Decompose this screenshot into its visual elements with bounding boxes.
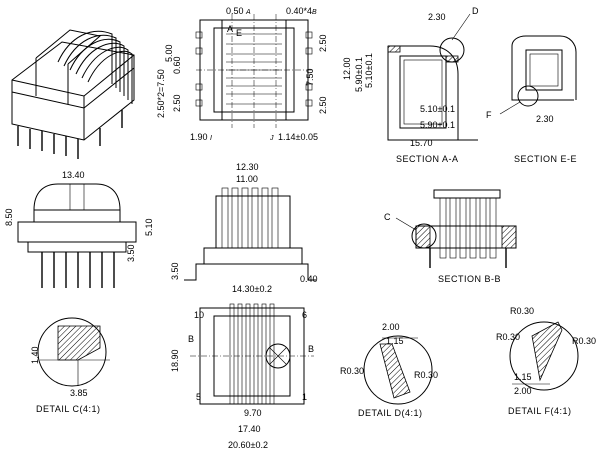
bottom-view: 10 6 5 1 B B 18.90 9.70 17.40 20.60±0.2	[170, 303, 314, 450]
bottom-d3: 20.60±0.2	[228, 440, 268, 450]
bottom-pin-bl: 5	[196, 392, 201, 402]
sec-ee-title: SECTION E-E	[514, 154, 577, 164]
front-dim-a: 0.50	[226, 6, 244, 16]
front-sec-e: E	[236, 28, 242, 38]
sec-aa-w-total: 15.70	[410, 138, 433, 148]
detail-d: 2.00 1.15 R0.30 R0.30 DETAIL D(4:1)	[340, 322, 438, 418]
side-view-left: 13.40 8.50 5.10 3.50	[4, 170, 154, 288]
side-mid-base: 14.30±0.2	[232, 284, 272, 294]
front-dim-left-bottom: 1.90	[190, 132, 208, 142]
detail-d-r2: R0.30	[414, 370, 438, 380]
detail-c-h: 1.40	[30, 346, 40, 364]
detail-f: R0.30 R0.30 R0.30 1.15 2.00 DETAIL F(4:1…	[496, 306, 596, 416]
detail-d-t: 1.15	[386, 336, 404, 346]
front-dim-h: 2.50	[318, 34, 328, 52]
side-mid-b: 11.00	[236, 174, 258, 184]
detail-c-w: 3.85	[70, 388, 88, 398]
section-aa: 2.30 D 12.00 5.90±0.1 5.10±0.1 5.10±0.1 …	[342, 6, 479, 164]
isometric-view	[11, 29, 135, 159]
side-view-middle: 12.30 11.00 3.50 14.30±0.2 0.40	[170, 162, 318, 294]
front-tag-right-bottom: J	[269, 135, 274, 142]
detail-f-r2: R0.30	[496, 332, 520, 342]
detail-f-w: 2.00	[514, 386, 532, 396]
bottom-sec-left: B	[188, 334, 194, 344]
front-tag-a: A	[245, 9, 251, 16]
sec-ee-label-f: F	[486, 110, 492, 120]
front-dim-g: 7.50	[305, 68, 315, 86]
sec-bb-title: SECTION B-B	[438, 274, 501, 284]
front-dim-f: 2.50	[172, 94, 182, 112]
bottom-h: 18.90	[170, 349, 180, 372]
sec-aa-w-outer: 5.90±0.1	[420, 120, 455, 130]
detail-d-title: DETAIL D(4:1)	[358, 408, 423, 418]
detail-d-r1: R0.30	[340, 366, 364, 376]
sec-aa-h-mid: 5.90±0.1	[354, 57, 364, 92]
sec-aa-label-d: D	[472, 6, 479, 16]
front-dim-stack-c: 0.60	[172, 56, 182, 74]
side-mid-pin-h: 3.50	[170, 262, 180, 280]
sec-aa-w-inner: 5.10±0.1	[420, 104, 455, 114]
sec-ee-dim: 2.30	[536, 114, 554, 124]
side-mid-a: 12.30	[236, 162, 259, 172]
section-bb: C SECTION B-B	[384, 189, 517, 284]
sec-aa-h-inner: 5.10±0.1	[364, 53, 374, 88]
detail-f-r1: R0.30	[510, 306, 534, 316]
sec-aa-h-total: 12.00	[342, 57, 352, 80]
side-left-r: 5.10	[144, 218, 154, 236]
sec-aa-top: 2.30	[428, 12, 446, 22]
detail-f-r3: R0.30	[572, 336, 596, 346]
side-mid-pin-w: 0.40	[300, 274, 318, 284]
front-tag-b: B	[312, 9, 317, 16]
bottom-pin-tr: 6	[302, 310, 307, 320]
side-left-h: 8.50	[4, 208, 14, 226]
front-dim-right-bottom: 1.14±0.05	[278, 132, 318, 142]
front-tag-left-bottom: I	[210, 135, 212, 142]
front-dim-stack-e: 2.50*2=7.50	[156, 69, 166, 118]
section-ee: F 2.30 SECTION E-E	[486, 35, 577, 164]
detail-f-title: DETAIL F(4:1)	[508, 406, 572, 416]
bottom-sec-right: B	[308, 344, 314, 354]
detail-d-w: 2.00	[382, 322, 400, 332]
detail-f-h: 1.15	[514, 372, 532, 382]
side-left-pin: 3.50	[126, 244, 136, 262]
bottom-pin-br: 1	[302, 392, 307, 402]
bottom-d1: 9.70	[244, 408, 262, 418]
sec-aa-title: SECTION A-A	[396, 154, 459, 164]
detail-c: 1.40 3.85 DETAIL C(4:1)	[30, 317, 110, 414]
front-dim-stack-d: 5.00	[164, 44, 174, 62]
front-view: 0.50 A 0.40*4 B A E 2.50*2=7.50 0.60 5.0…	[156, 6, 328, 142]
sec-bb-label-c: C	[384, 212, 391, 222]
bottom-pin-tl: 10	[194, 310, 204, 320]
detail-c-title: DETAIL C(4:1)	[36, 404, 101, 414]
front-dim-h2: 2.50	[318, 96, 328, 114]
front-dim-b: 0.40*4	[286, 6, 312, 16]
bottom-d2: 17.40	[238, 424, 261, 434]
side-left-w: 13.40	[62, 170, 85, 180]
front-sec-a: A	[227, 24, 233, 34]
